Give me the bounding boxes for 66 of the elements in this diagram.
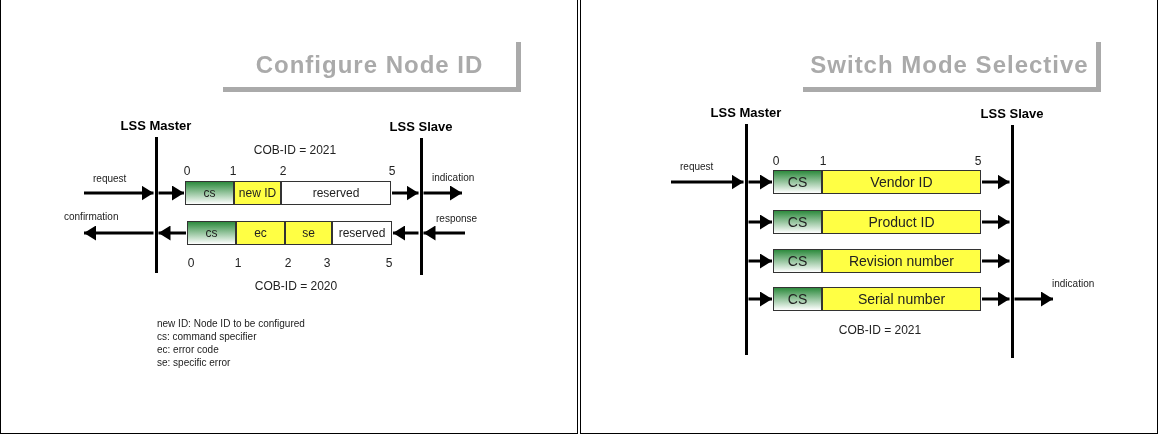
arrow [158,225,186,241]
abbreviation-note: cs: command specifier [157,331,257,342]
slide-title: Switch Mode Selective [803,42,1101,92]
cob-id-label: COB-ID = 2021 [838,323,922,337]
frame-field: new ID [234,181,281,205]
edge-label: response [436,213,478,224]
frame-field: cs [187,221,236,245]
byte-number: 0 [772,154,780,168]
lifeline-heading: LSS Slave [388,119,454,134]
byte-number: 1 [819,154,827,168]
arrow [982,253,1010,269]
byte-number: 2 [284,256,292,270]
arrow [671,174,744,190]
byte-number: 1 [229,164,237,178]
slide-panel [580,0,1158,434]
frame-field: CS [773,210,822,234]
arrow [84,185,154,201]
edge-label: indication [432,172,475,183]
frame-field: reserved [281,181,391,205]
abbreviation-note: ec: error code [157,344,219,355]
arrow [393,225,419,241]
slide-panel [0,0,578,434]
arrow [423,185,462,201]
byte-number: 2 [279,164,287,178]
byte-number: 3 [323,256,331,270]
arrow [84,225,154,241]
frame-field: Product ID [822,210,981,234]
frame-field: se [285,221,332,245]
arrow [982,174,1010,190]
slide-title: Configure Node ID [223,42,521,92]
arrow [748,174,772,190]
edge-label: confirmation [64,211,119,222]
lifeline-heading: LSS Master [709,105,783,120]
frame-field: CS [773,287,822,311]
abbreviation-note: se: specific error [157,357,231,368]
frame-field: CS [773,249,822,273]
arrow [982,291,1010,307]
frame-field: Vendor ID [822,170,981,194]
cob-id-label: COB-ID = 2021 [253,143,337,157]
byte-number: 0 [187,256,195,270]
arrow [423,225,465,241]
arrow [392,185,419,201]
arrow [748,291,772,307]
frame-field: reserved [332,221,392,245]
edge-label: request [93,173,127,184]
arrow [982,214,1010,230]
arrow [748,214,772,230]
byte-number: 5 [385,256,393,270]
lifeline-heading: LSS Slave [979,106,1045,121]
byte-number: 0 [183,164,191,178]
arrow [158,185,184,201]
arrow [1014,291,1053,307]
frame-field: cs [185,181,234,205]
edge-label: indication [1052,278,1095,289]
frame-field: CS [773,170,822,194]
byte-number: 5 [388,164,396,178]
cob-id-label: COB-ID = 2020 [254,279,338,293]
byte-number: 1 [234,256,242,270]
frame-field: Revision number [822,249,981,273]
abbreviation-note: new ID: Node ID to be configured [157,318,305,329]
edge-label: request [680,161,714,172]
frame-field: Serial number [822,287,981,311]
arrow [748,253,772,269]
lifeline-heading: LSS Master [119,118,193,133]
byte-number: 5 [974,154,982,168]
frame-field: ec [236,221,285,245]
